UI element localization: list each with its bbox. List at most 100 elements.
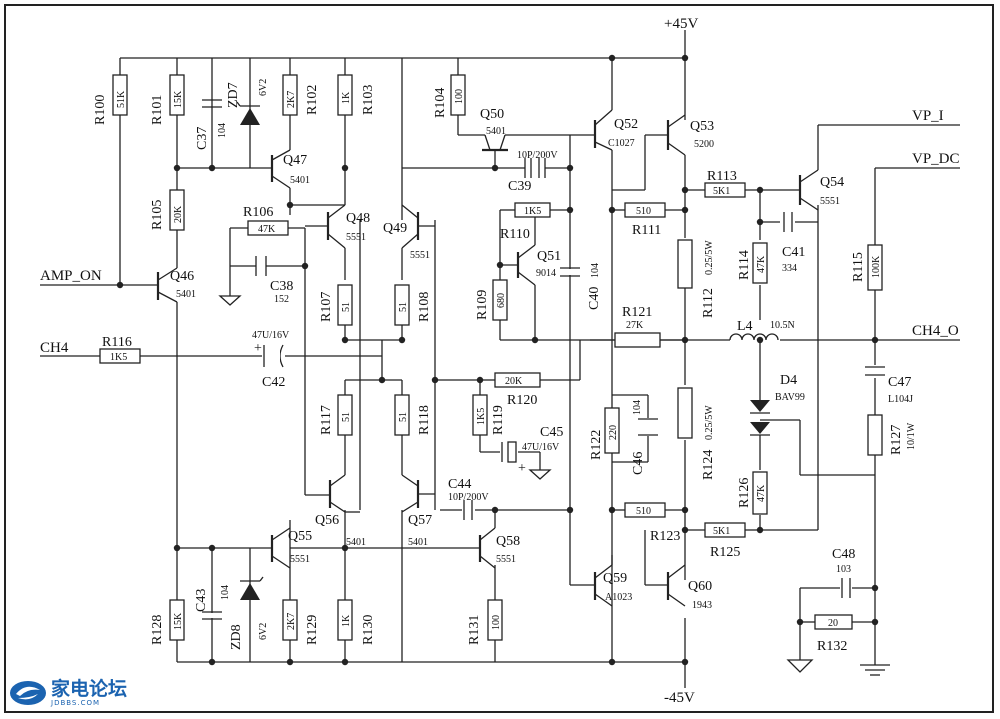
r103-ref: R103 [361, 85, 376, 115]
resistor-r125 [704, 522, 746, 538]
resistor-r124 [677, 387, 693, 439]
r118-val: 51 [398, 412, 409, 422]
r126-val: 47K [756, 484, 767, 502]
junction-dots [116, 54, 879, 666]
svg-text:+: + [518, 461, 526, 476]
resistor-r116 [99, 348, 141, 364]
rail-vneg-label: -45V [664, 690, 695, 706]
r128-ref: R128 [150, 615, 165, 645]
r106-val: 47K [258, 224, 276, 235]
q51-ref: Q51 [537, 249, 561, 264]
c41-val: 334 [782, 263, 797, 274]
net-ch4-o-label: CH4_O [912, 323, 959, 339]
resistor-r102 [282, 74, 298, 116]
resistor-r127 [867, 414, 883, 456]
c39-val: 10P/200V [517, 150, 558, 161]
r120-val: 20K [505, 376, 523, 387]
resistor-r121 [614, 332, 661, 348]
labels: +45V -45V AMP_ON CH4 CH4_O VP_I VP_DC R1… [40, 16, 960, 706]
zener-zd8 [240, 583, 260, 600]
r126-ref: R126 [737, 478, 752, 508]
r116-val: 1K5 [110, 352, 127, 363]
q50-val: 5401 [486, 126, 506, 137]
r101-ref: R101 [150, 95, 165, 125]
q49-val: 5551 [410, 250, 430, 261]
resistor-r103 [337, 74, 353, 116]
r103-val: 1K [341, 91, 352, 104]
c38-val: 152 [274, 294, 289, 305]
r106-ref: R106 [243, 205, 273, 220]
r131-val: 100 [491, 615, 502, 630]
r128-val: 15K [173, 612, 184, 630]
q47-ref: Q47 [283, 153, 307, 168]
r122-ref: R122 [589, 430, 604, 460]
q48-ref: Q48 [346, 211, 370, 226]
zener-zd7 [240, 108, 260, 125]
l4-ref: L4 [737, 319, 753, 334]
r118-ref: R118 [417, 405, 432, 435]
site-logo: 家电论坛 JDBBS.COM [8, 676, 127, 710]
r132-val: 20 [828, 618, 838, 629]
resistor-r118 [394, 394, 410, 436]
q53-val: 5200 [694, 139, 714, 150]
logo-icon [10, 681, 46, 705]
r100-ref: R100 [93, 95, 108, 125]
q56-val: 5401 [346, 537, 366, 548]
resistor-r113 [704, 182, 746, 198]
r114-val: 47K [756, 255, 767, 273]
resistor-r109 [492, 279, 508, 321]
c40-ref: C40 [587, 287, 602, 310]
r122-val: 220 [608, 425, 619, 440]
r112-ref: R112 [701, 288, 716, 318]
q58-ref: Q58 [496, 534, 520, 549]
r127-val: 10/1W [906, 422, 917, 450]
ground-symbols [218, 295, 890, 676]
r117-val: 51 [341, 412, 352, 422]
c44-ref: C44 [448, 477, 471, 492]
q48-val: 5551 [346, 232, 366, 243]
r109-ref: R109 [475, 290, 490, 320]
r115-ref: R115 [851, 252, 866, 282]
l4-val: 10.5N [770, 320, 795, 331]
r113-val: 5K1 [713, 186, 730, 197]
q54-ref: Q54 [820, 175, 844, 190]
resistor-r117 [337, 394, 353, 436]
resistor-r122 [604, 407, 620, 454]
net-amp-on-label: AMP_ON [40, 268, 102, 284]
c44-val: 10P/200V [448, 492, 489, 503]
c46-ref: C46 [631, 452, 646, 475]
q58-val: 5551 [496, 554, 516, 565]
resistor-r126 [752, 471, 768, 515]
wires [40, 30, 960, 688]
ground-icon [786, 659, 814, 673]
inductor-l4 [729, 333, 779, 341]
r104-ref: R104 [433, 88, 448, 118]
net-vp-dc-label: VP_DC [912, 151, 960, 167]
c41-ref: C41 [782, 245, 805, 260]
c37-val: 104 [217, 123, 228, 138]
r120-ref: R120 [507, 393, 537, 408]
ground-icon [218, 295, 242, 306]
rail-vpos-label: +45V [664, 16, 698, 32]
r123-ref: R123 [650, 529, 680, 544]
r129-ref: R129 [305, 615, 320, 645]
net-vp-i-label: VP_I [912, 108, 944, 124]
c42-val: 47U/16V [252, 330, 290, 341]
r101-val: 15K [173, 90, 184, 108]
c43-ref: C43 [194, 589, 209, 612]
r121-val: 27K [626, 320, 644, 331]
q51-val: 9014 [536, 268, 556, 279]
resistor-r115 [867, 244, 883, 291]
q55-val: 5551 [290, 554, 310, 565]
logo-subtext: JDBBS.COM [51, 698, 101, 707]
r102-ref: R102 [305, 85, 320, 115]
resistor-r100 [112, 74, 128, 116]
q57-val: 5401 [408, 537, 428, 548]
resistor-r119 [472, 394, 488, 436]
c47-ref: C47 [888, 375, 911, 390]
resistor-r131 [487, 599, 503, 641]
c46-val: 104 [632, 400, 643, 415]
zd8-ref: ZD8 [229, 624, 244, 650]
c40-val: 104 [590, 263, 601, 278]
c45-val: 47U/16V [522, 442, 560, 453]
